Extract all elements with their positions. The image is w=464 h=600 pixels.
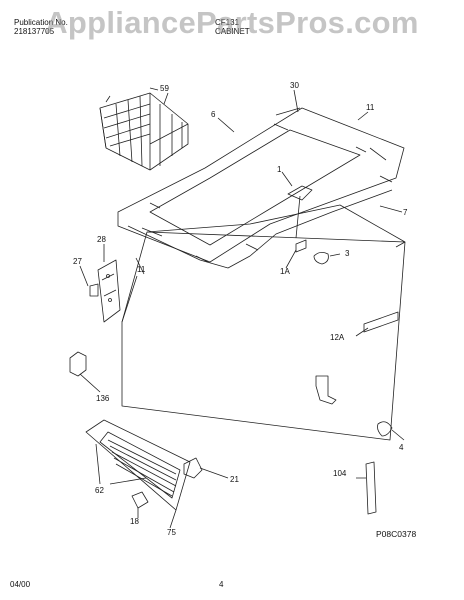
- footer-page: 4: [219, 580, 224, 589]
- hinge-28: [89, 259, 121, 323]
- watermark: AppliancePartsPros.com: [45, 5, 419, 40]
- part-label-27: 27: [73, 257, 82, 266]
- part-label-4: 4: [399, 443, 404, 452]
- drawing-code: P08C0378: [376, 529, 417, 539]
- part-label-59: 59: [160, 84, 169, 93]
- top-gasket: [117, 107, 405, 269]
- part-label-1: 1: [277, 165, 282, 174]
- part-label-3: 3: [345, 249, 350, 258]
- part-label-21: 21: [230, 475, 239, 484]
- drain-cap-4: [377, 421, 393, 437]
- part-label-11-top: 11: [366, 103, 375, 112]
- cabinet-body: [121, 231, 406, 441]
- drain-tube-4: [315, 375, 337, 405]
- part-label-11-left: 11: [137, 265, 146, 274]
- part-label-6: 6: [211, 110, 216, 119]
- model-info: CF131 CABINET: [215, 18, 250, 36]
- basket-59: [99, 87, 189, 171]
- part-label-62: 62: [95, 486, 104, 495]
- part-label-1a: 1A: [280, 267, 290, 276]
- part-label-12a: 12A: [330, 333, 345, 342]
- hinge-screw-27: [89, 283, 99, 297]
- publication-number: 218137705: [14, 27, 55, 36]
- strip-104: [365, 461, 377, 515]
- label-12a: [363, 311, 399, 333]
- footer-date: 04/00: [10, 580, 31, 589]
- part-label-18: 18: [130, 517, 139, 526]
- publication-label: Publication No.: [14, 18, 68, 27]
- bracket-136: [69, 351, 87, 377]
- clip-1a: [295, 239, 307, 253]
- part-label-30: 30: [290, 81, 299, 90]
- model-number: CF131: [215, 18, 240, 27]
- plug-3: [313, 252, 329, 265]
- part-label-75: 75: [167, 528, 176, 537]
- part-label-7: 7: [403, 208, 408, 217]
- part-label-104: 104: [333, 469, 347, 478]
- bracket-21: [183, 457, 203, 479]
- part-label-28: 28: [97, 235, 106, 244]
- grille-75: [85, 419, 191, 511]
- lock-handle-1: [287, 185, 313, 201]
- section-title: CABINET: [215, 27, 250, 36]
- publication-info: Publication No. 218137705: [14, 18, 68, 36]
- part-label-136: 136: [96, 394, 110, 403]
- cabinet-top-edge: [146, 204, 406, 243]
- knob-18: [131, 491, 149, 509]
